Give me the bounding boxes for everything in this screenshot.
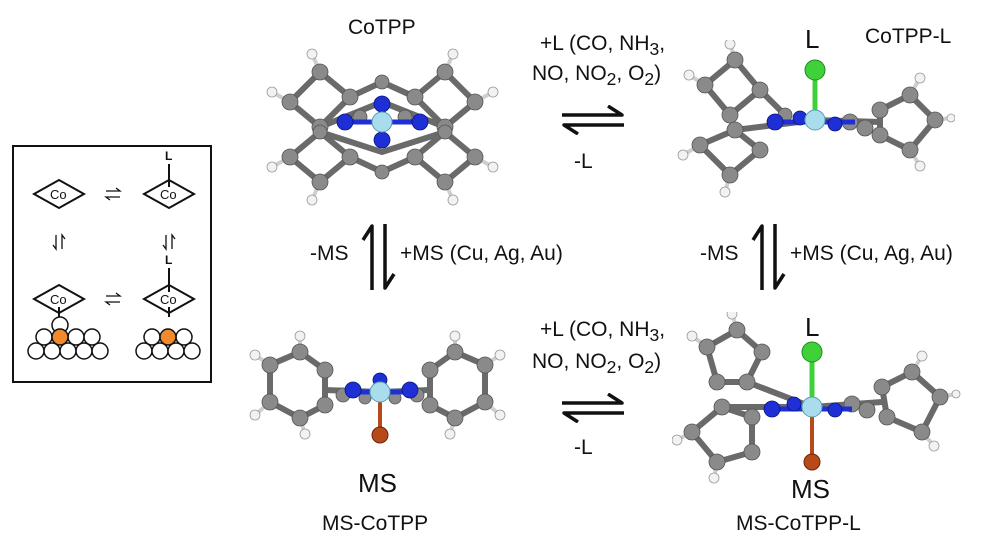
cotpp-label: CoTPP (348, 16, 416, 39)
schematic-inset-drawing (27, 164, 201, 360)
right-add-ms: +MS (Cu, Ag, Au) (790, 242, 953, 265)
inset-porphyrin-surface-ligated (141, 283, 197, 315)
inset-l-label-1: L (165, 149, 173, 163)
inset-l-label-2: L (165, 253, 173, 267)
bottom-add-l-line1: +L (CO, NH3, (540, 318, 666, 346)
ms-cotpp-l-molecule (672, 312, 961, 484)
ms-cotpp-l-ligand-label: L (805, 312, 820, 342)
ms-cotpp-l-label: MS-CoTPP-L (736, 512, 861, 535)
top-add-l-line2: NO, NO2, O2) (532, 62, 662, 90)
schematic-inset: Co Co Co Co L L (12, 145, 212, 383)
left-add-ms: +MS (Cu, Ag, Au) (400, 242, 563, 265)
right-remove-ms: -MS (700, 242, 739, 265)
cotpp-l-ligand-label: L (805, 24, 820, 54)
inset-porphyrin-surface (31, 283, 87, 315)
left-equilibrium-arrows (361, 224, 396, 290)
bottom-equilibrium-arrows (562, 393, 624, 423)
ms-cotpp-l-ligand-atom (801, 341, 823, 363)
ms-cotpp-l-ms-label: MS (791, 474, 830, 504)
cotpp-l-ligand-atom (804, 59, 826, 81)
inset-co-label-4: Co (160, 292, 177, 307)
inset-porphyrin-ligated (141, 178, 197, 210)
cotpp-cobalt-atom (371, 111, 393, 133)
left-remove-ms: -MS (310, 242, 349, 265)
inset-surface-right (135, 328, 201, 360)
inset-porphyrin-free (31, 178, 87, 210)
ms-cotpp-substrate-atom (371, 426, 389, 444)
top-remove-l: -L (574, 150, 593, 173)
ms-cotpp-molecule (249, 330, 506, 444)
bottom-add-l-line2: NO, NO2, O2) (532, 350, 662, 378)
ms-cotpp-l-substrate-atom (803, 453, 821, 471)
inset-co-label-2: Co (160, 187, 177, 202)
cotpp-hydrogen-atoms (266, 48, 499, 206)
right-equilibrium-arrows (751, 224, 786, 290)
top-equilibrium-arrows (562, 105, 624, 135)
cotpp-molecule (266, 48, 499, 206)
cotpp-nitrogen-atoms (336, 95, 429, 149)
top-add-l-line1: +L (CO, NH3, (540, 32, 666, 60)
inset-co-label-1: Co (50, 187, 67, 202)
inset-co-label-3: Co (50, 292, 67, 307)
ms-cotpp-ms-label: MS (358, 468, 397, 498)
inset-surface-left (27, 316, 109, 360)
cotpp-l-molecule (677, 40, 955, 198)
cotpp-l-label: CoTPP-L (865, 25, 952, 48)
inset-arrows (52, 187, 176, 306)
ms-cotpp-label: MS-CoTPP (322, 512, 429, 535)
bottom-remove-l: -L (574, 436, 593, 459)
